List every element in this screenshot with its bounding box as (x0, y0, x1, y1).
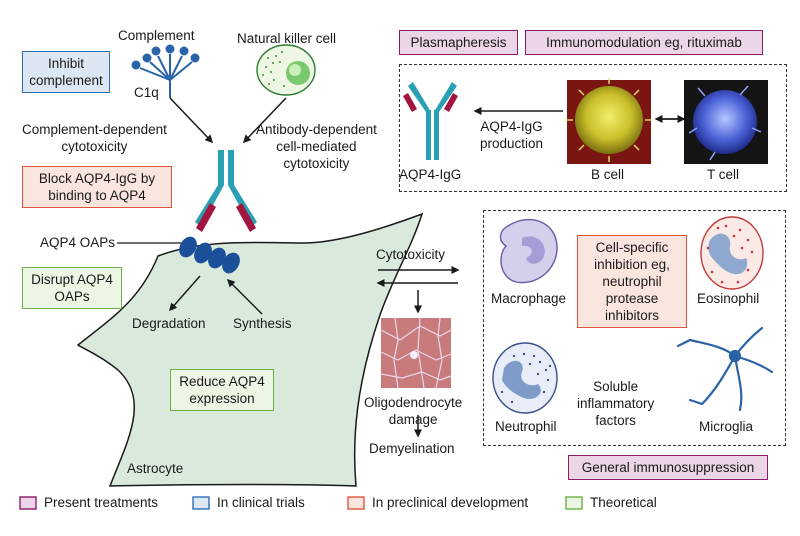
macrophage-icon (499, 218, 558, 284)
macrophage-label: Macrophage (491, 291, 567, 306)
b-cell-image (567, 78, 651, 164)
legend-swatch-clinical (192, 496, 210, 510)
oligodendrocyte-image (380, 317, 452, 389)
aqp4-igg-antibody (195, 150, 257, 232)
eosinophil-icon (700, 216, 764, 290)
disrupt-oaps-box: Disrupt AQP4 OAPs (22, 267, 122, 309)
degradation-label: Degradation (132, 316, 206, 331)
cdc-label: Complement-dependent cytotoxicity (22, 122, 167, 154)
general-immunosuppression-box: General immunosuppression (568, 455, 768, 480)
t-cell-image (684, 80, 768, 164)
demyelination-label: Demyelination (369, 441, 455, 456)
astrocyte-body (76, 212, 424, 487)
legend-clinical-label: In clinical trials (217, 495, 305, 510)
legend-present-label: Present treatments (44, 495, 159, 510)
synthesis-label: Synthesis (233, 316, 292, 331)
effector-cell-group (483, 210, 786, 446)
aqp4-igg-production-label: AQP4-IgG production (480, 119, 544, 151)
inhibit-complement-box: Inhibit complement (22, 51, 110, 93)
eosinophil-label: Eosinophil (697, 291, 760, 306)
lymphocyte-group (399, 64, 787, 192)
c1q-label: C1q (134, 85, 159, 100)
reduce-expression-box: Reduce AQP4 expression (170, 369, 274, 411)
block-aqp4-box: Block AQP4-IgG by binding to AQP4 (22, 166, 172, 208)
complement-label: Complement (118, 28, 195, 43)
legend-theoretical-label: Theoretical (590, 495, 657, 510)
b-cell-label: B cell (591, 167, 625, 182)
aqp4-oaps-label: AQP4 OAPs (40, 235, 116, 250)
soluble-factors-label: Soluble inflammatory factors (577, 379, 655, 428)
cytotoxicity-label: Cytotoxicity (376, 247, 446, 262)
oligodendrocyte-damage-label: Oligodendrocyte damage (364, 395, 463, 427)
plasmapheresis-box: Plasmapheresis (399, 30, 518, 55)
astrocyte-label: Astrocyte (127, 461, 184, 476)
microglia-label: Microglia (699, 419, 754, 434)
microglia-icon (676, 326, 774, 412)
legend-swatch-preclinical (347, 496, 365, 510)
t-cell-label: T cell (707, 167, 740, 182)
neutrophil-icon (492, 342, 558, 414)
nk-cell-icon (256, 44, 316, 96)
legend-swatch-present (19, 496, 37, 510)
cell-specific-inhibition-box: Cell-specific inhibition eg, neutrophil … (577, 235, 687, 328)
adcc-label: Antibody-dependent cell-mediated cytotox… (256, 122, 377, 171)
aqp4-igg-label: AQP4-IgG (399, 167, 462, 182)
legend-preclinical-label: In preclinical development (372, 495, 529, 510)
immunomodulation-box: Immunomodulation eg, rituximab (525, 30, 763, 55)
legend-swatch-theoretical (565, 496, 583, 510)
nk-cell-label: Natural killer cell (237, 31, 337, 46)
c1q-icon (131, 44, 200, 98)
neutrophil-label: Neutrophil (495, 419, 557, 434)
aqp4-igg-small-antibody (403, 82, 458, 160)
aqp4-oaps-icon (179, 236, 240, 274)
